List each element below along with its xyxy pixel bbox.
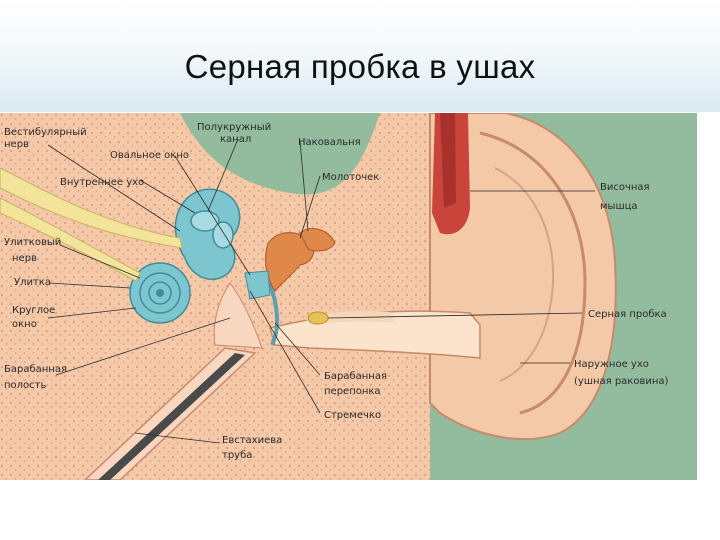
label-cochlea: Улитка <box>14 277 51 288</box>
label-eardrum-1: Барабанная <box>324 371 387 382</box>
malleus-incus <box>265 232 315 292</box>
ear-anatomy-diagram: Вестибулярный нерв Полукружный канал Нак… <box>0 113 697 480</box>
label-vestibular-nerve-1: Вестибулярный <box>4 127 87 138</box>
vestibular-nerve <box>0 167 183 249</box>
eustachian-tube-lumen <box>98 353 245 480</box>
auricle-helix <box>479 131 587 415</box>
label-temporal-muscle-1: Височная <box>600 182 650 193</box>
label-temporal-muscle-2: мышца <box>600 201 638 212</box>
label-stapes: Стремечко <box>324 410 381 421</box>
semicircular-canal <box>190 210 220 232</box>
label-round-window-2: окно <box>12 319 37 330</box>
tympanic-cavity <box>213 282 263 349</box>
label-eardrum-2: перепонка <box>324 386 381 397</box>
label-outer-ear-2: (ушная раковина) <box>574 376 669 387</box>
slide-header-background <box>0 0 720 112</box>
label-oval-window: Овальное окно <box>110 150 189 161</box>
incus-body <box>299 228 336 252</box>
label-tympanic-cavity-1: Барабанная <box>4 364 67 375</box>
cochlea-center <box>156 289 164 297</box>
label-eustachian-tube-1: Евстахиева <box>222 435 282 446</box>
label-inner-ear: Внутреннее ухо <box>60 177 144 188</box>
label-outer-ear-1: Наружное ухо <box>574 359 649 370</box>
label-semicircular-canal-2: канал <box>220 134 251 145</box>
label-malleus: Молоточек <box>322 172 379 183</box>
stapes <box>244 270 271 300</box>
label-incus: Наковальня <box>298 137 361 148</box>
label-cochlear-nerve-1: Улитковый <box>4 237 61 248</box>
slide-title: Серная пробка в ушах <box>184 48 536 85</box>
vestibule <box>174 188 241 280</box>
label-eustachian-tube-2: труба <box>222 450 252 461</box>
bone-texture <box>0 113 430 480</box>
label-earwax-plug: Серная пробка <box>588 309 667 320</box>
temporal-muscle-shade <box>440 113 456 208</box>
label-cochlear-nerve-2: нерв <box>12 253 37 264</box>
cochlea-turn-1 <box>139 272 181 314</box>
auricle-antihelix <box>494 167 555 382</box>
label-vestibular-nerve-2: нерв <box>4 139 29 150</box>
semicircular-canal-2 <box>212 221 234 249</box>
cochlea-turn-2 <box>148 281 172 305</box>
canal-wall-upper <box>305 311 395 325</box>
eardrum <box>268 282 280 346</box>
label-round-window-1: Круглое <box>12 305 55 316</box>
leader-lines <box>47 138 595 444</box>
label-tympanic-cavity-2: полость <box>4 380 46 391</box>
label-semicircular-canal-1: Полукружный <box>197 122 271 133</box>
ear-anatomy-svg: Вестибулярный нерв Полукружный канал Нак… <box>0 113 697 480</box>
cochlear-nerve <box>0 197 141 282</box>
earwax-plug <box>307 311 329 325</box>
